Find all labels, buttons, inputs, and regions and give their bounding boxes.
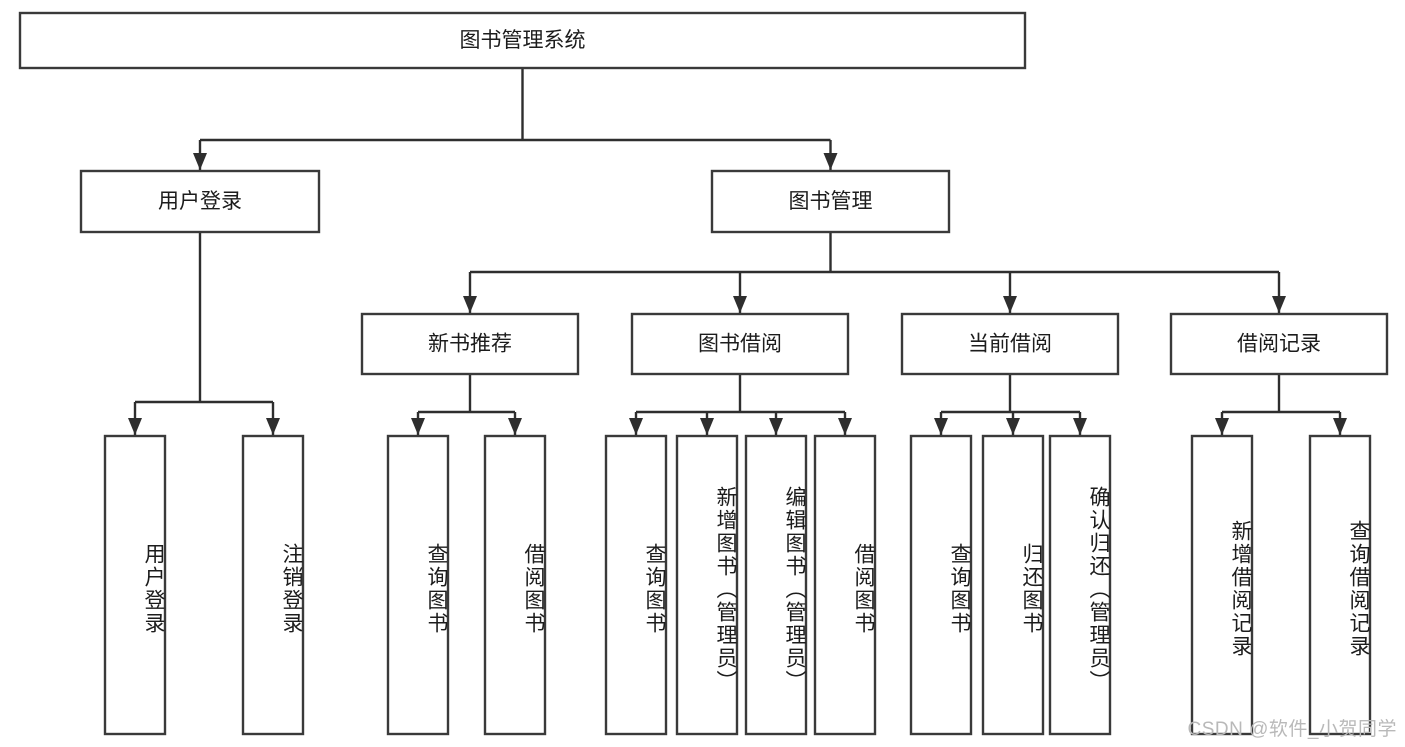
- node-book-borrow[interactable]: [630, 312, 850, 376]
- label-book-manage: 图书管理: [789, 190, 873, 213]
- node-leaf-query-book-1[interactable]: [386, 434, 450, 736]
- node-leaf-borrow-book-1[interactable]: [483, 434, 547, 736]
- node-leaf-query-book-3[interactable]: [909, 434, 973, 736]
- box-outline: [630, 312, 850, 376]
- label-current-borrow: 当前借阅: [968, 333, 1052, 356]
- node-leaf-logout-login[interactable]: [241, 434, 305, 736]
- label-book-borrow: 图书借阅: [698, 333, 782, 356]
- box-outline: [1048, 434, 1112, 736]
- watermark-text: CSDN @软件_小贺同学: [1187, 719, 1397, 740]
- label-root: 图书管理系统: [460, 29, 586, 52]
- box-outline: [1169, 312, 1389, 376]
- label-user-login: 用户登录: [158, 190, 242, 213]
- arrow-head: [769, 418, 783, 435]
- box-outline: [386, 434, 450, 736]
- arrow-head: [1333, 418, 1347, 435]
- box-outline: [241, 434, 305, 736]
- node-leaf-return-book[interactable]: [981, 434, 1045, 736]
- box-outline: [900, 312, 1120, 376]
- arrow-head: [128, 418, 142, 435]
- arrow-head: [934, 418, 948, 435]
- node-root-book-management-system[interactable]: [18, 11, 1027, 70]
- box-outline: [675, 434, 739, 736]
- box-outline: [1190, 434, 1254, 736]
- box-layer: [18, 11, 1389, 736]
- arrow-head: [463, 296, 477, 313]
- node-borrow-record[interactable]: [1169, 312, 1389, 376]
- node-leaf-borrow-book-2[interactable]: [813, 434, 877, 736]
- box-outline: [103, 434, 167, 736]
- arrow-head: [700, 418, 714, 435]
- box-outline: [744, 434, 808, 736]
- label-new-book-recommend: 新书推荐: [428, 333, 512, 356]
- arrow-head: [823, 153, 838, 170]
- arrow-head: [629, 418, 643, 435]
- box-outline: [813, 434, 877, 736]
- arrow-head: [733, 296, 747, 313]
- box-outline: [1308, 434, 1372, 736]
- box-outline: [604, 434, 668, 736]
- arrow-head: [1215, 418, 1229, 435]
- box-outline: [710, 169, 951, 234]
- label-borrow-record: 借阅记录: [1237, 333, 1321, 356]
- node-user-login[interactable]: [79, 169, 321, 234]
- node-leaf-edit-book-admin[interactable]: [744, 434, 808, 736]
- node-leaf-query-book-2[interactable]: [604, 434, 668, 736]
- arrow-head: [508, 418, 522, 435]
- arrow-head: [1003, 296, 1017, 313]
- box-outline: [981, 434, 1045, 736]
- node-leaf-confirm-return-admin[interactable]: [1048, 434, 1112, 736]
- box-outline: [360, 312, 580, 376]
- node-current-borrow[interactable]: [900, 312, 1120, 376]
- arrow-head: [1006, 418, 1020, 435]
- arrow-head: [266, 418, 280, 435]
- arrow-head: [838, 418, 852, 435]
- box-outline: [79, 169, 321, 234]
- box-outline: [483, 434, 547, 736]
- node-leaf-query-borrow-record[interactable]: [1308, 434, 1372, 736]
- arrow-head: [1073, 418, 1087, 435]
- arrow-head: [193, 153, 207, 170]
- node-leaf-add-book-admin[interactable]: [675, 434, 739, 736]
- box-outline: [909, 434, 973, 736]
- arrow-head: [411, 418, 425, 435]
- arrow-head: [1272, 296, 1286, 313]
- node-leaf-add-borrow-record[interactable]: [1190, 434, 1254, 736]
- box-outline: [18, 11, 1027, 70]
- node-new-book-recommend[interactable]: [360, 312, 580, 376]
- node-book-manage[interactable]: [710, 169, 951, 234]
- connector-layer: [128, 68, 1347, 435]
- node-leaf-user-login[interactable]: [103, 434, 167, 736]
